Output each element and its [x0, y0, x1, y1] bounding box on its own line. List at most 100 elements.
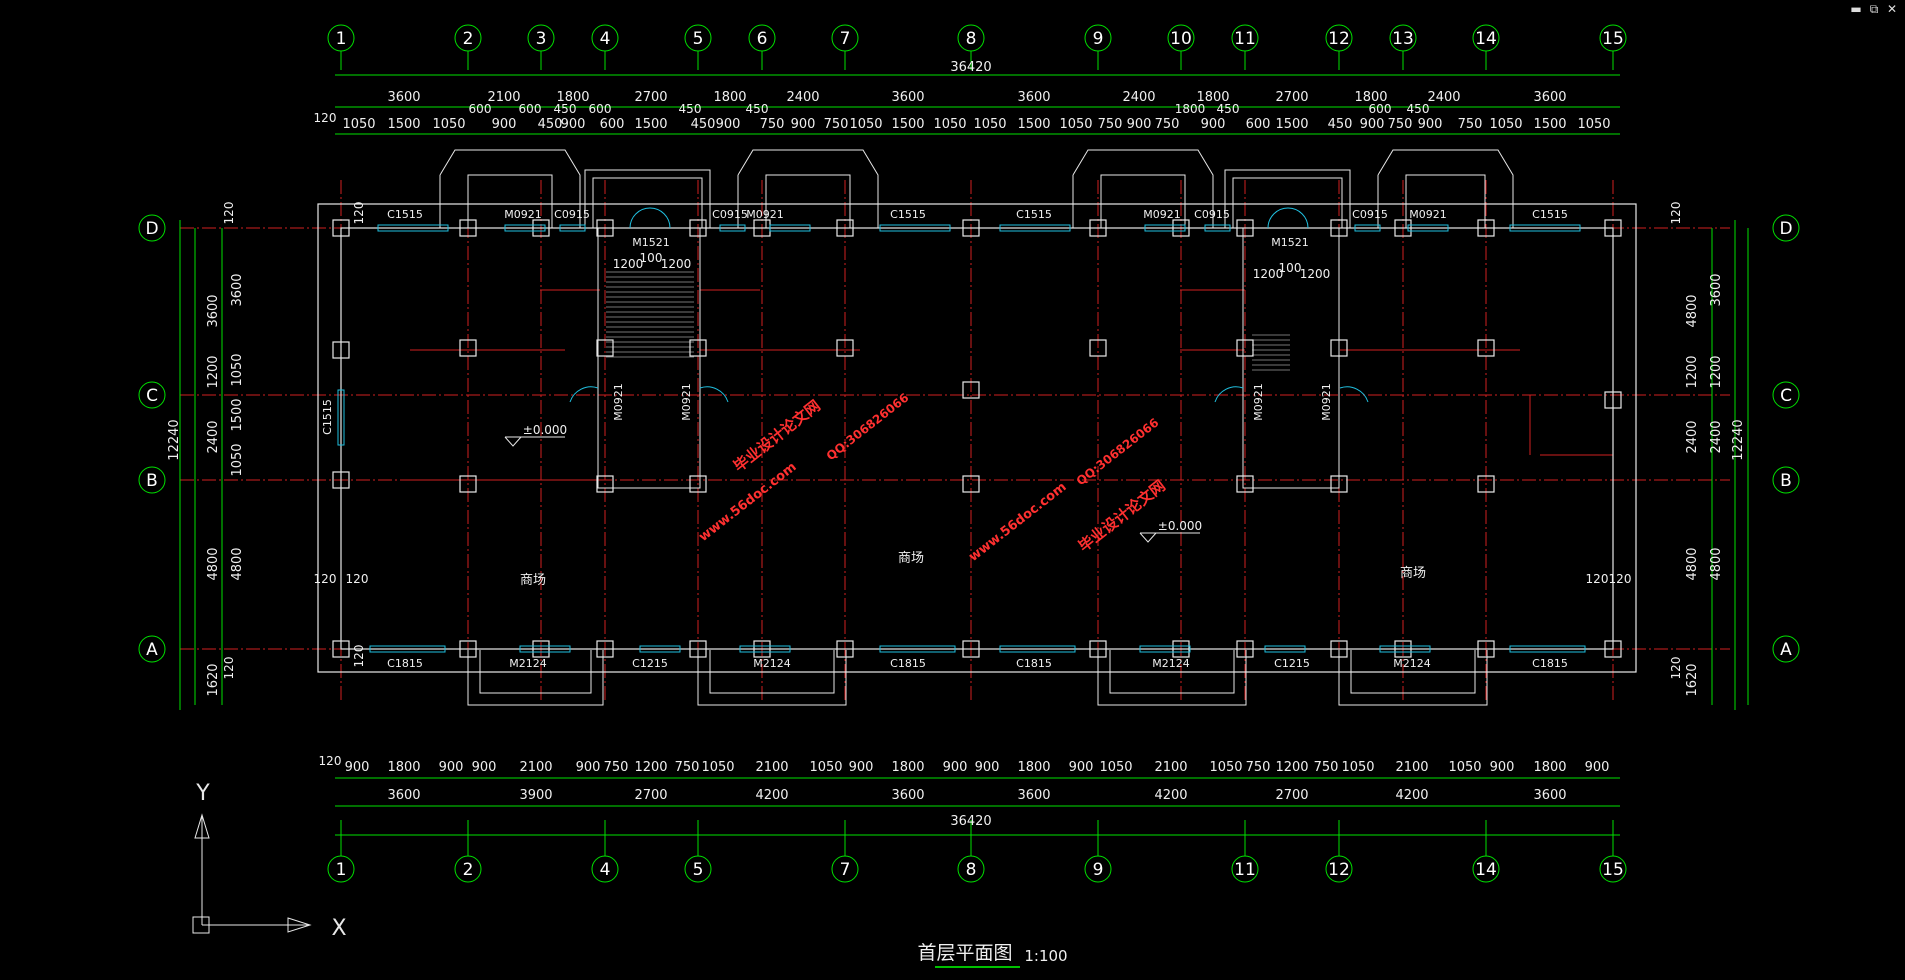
column [689, 640, 707, 658]
side-door-label: M0921 [612, 383, 625, 421]
column [532, 640, 550, 658]
dim-top-row2: 450 [1328, 117, 1353, 132]
window-2 [559, 224, 586, 232]
window-left [337, 389, 345, 446]
axis-label-top: 13 [1392, 29, 1414, 49]
overall-dim-left: 12240 [167, 419, 182, 460]
side-door-label: M0921 [680, 383, 693, 421]
window-label-top: M0921 [746, 208, 784, 221]
dim-right-inner: 3600 [1709, 273, 1724, 306]
axis-label-bottom: 8 [966, 860, 977, 880]
opening-label-bottom: M2124 [1393, 657, 1431, 670]
row-bubble [138, 635, 166, 663]
window-21 [1509, 645, 1586, 653]
door-label-top: M1521 [1271, 236, 1309, 249]
dim-120: 120 [1669, 657, 1683, 680]
column [1477, 219, 1495, 237]
minimize-icon[interactable]: ▬ [1850, 2, 1862, 16]
bottom-bay-inner-1 [709, 650, 835, 694]
opening-label-bottom: C1815 [387, 657, 423, 670]
axis-label-top: 8 [966, 29, 977, 49]
column [1394, 219, 1412, 237]
window-1 [504, 224, 546, 232]
axis-label-bottom: 2 [463, 860, 474, 880]
watermark-text: QQ:306826066 [824, 390, 912, 463]
dim-top-row2: 1050 [1059, 117, 1092, 132]
restore-icon[interactable]: ⧉ [1869, 2, 1879, 16]
stair-dim: 1200 [661, 257, 692, 271]
dim-top-row2: 900 [492, 117, 517, 132]
window-7 [1144, 224, 1186, 232]
room-label: 商场 [520, 573, 546, 588]
window-label-top: C1515 [890, 208, 926, 221]
axis-label-top: 3 [536, 29, 547, 49]
bottom-bay-inner-3 [1350, 650, 1476, 694]
bottom-bay-1 [697, 650, 847, 706]
column [1236, 339, 1254, 357]
dim-right-inner: 4800 [1709, 547, 1724, 580]
watermark-text: www.56doc.com [966, 480, 1069, 565]
column [332, 640, 350, 658]
overall-dim-right: 12240 [1731, 419, 1746, 460]
top-bay-inner-1 [765, 174, 851, 229]
window-label-top: C0915 [712, 208, 748, 221]
dim-top-row2: 1050 [933, 117, 966, 132]
dim-bottom-row1: 1050 [809, 760, 842, 775]
dim-top-row2: 1050 [849, 117, 882, 132]
dim-bottom-row1: 900 [576, 760, 601, 775]
dim-top-row2: 1500 [1275, 117, 1308, 132]
column [332, 471, 350, 489]
axis-label-top: 12 [1328, 29, 1350, 49]
column [1604, 219, 1622, 237]
column [689, 475, 707, 493]
dim-120: 120 [352, 645, 366, 668]
side-door-swing-1 [699, 386, 729, 403]
axis-label-bottom: 5 [693, 860, 704, 880]
dim-bottom-row2: 3600 [387, 788, 420, 803]
dim-bottom-row1: 1050 [1448, 760, 1481, 775]
window-12 [369, 645, 446, 653]
stair-dim: 1200 [613, 257, 644, 271]
dim-right-outer: 4800 [1685, 294, 1700, 327]
side-door-swing-2 [1214, 386, 1244, 403]
axis-label-top: 10 [1170, 29, 1192, 49]
dim-bottom-row1: 1050 [1341, 760, 1374, 775]
window-label-top: C1515 [1532, 208, 1568, 221]
dim-bottom-row1: 900 [975, 760, 1000, 775]
dim-right-inner: 1200 [1709, 355, 1724, 388]
stair-core-0 [597, 227, 701, 489]
column [1172, 640, 1190, 658]
dim-top-row1: 3600 [1533, 90, 1566, 105]
dim-bottom-row1: 1800 [891, 760, 924, 775]
top-bay-inner-0 [467, 174, 553, 229]
dim-bottom-row1: 900 [345, 760, 370, 775]
dim-top-row1: 1800 [1354, 90, 1387, 105]
column [532, 219, 550, 237]
window-8 [1204, 224, 1231, 232]
dim-bottom-row2: 2700 [1275, 788, 1308, 803]
window-label-left: C1515 [321, 399, 334, 435]
dim-120: 120 [1669, 202, 1683, 225]
row-label: D [145, 219, 158, 239]
window-20 [1379, 645, 1431, 653]
dim-bottom-row1: 750 [675, 760, 700, 775]
column [332, 219, 350, 237]
dim-bottom-row2: 4200 [755, 788, 788, 803]
level-label: ±0.000 [523, 423, 567, 437]
side-door-swing-3 [1339, 386, 1369, 403]
opening-label-bottom: C1815 [1532, 657, 1568, 670]
dim-top-row2: 600 [600, 117, 625, 132]
row-label: B [1780, 471, 1792, 491]
dim-120: 120 [346, 572, 369, 586]
door-swing-1 [1267, 207, 1309, 229]
dim-top-row1: 1800 [556, 90, 589, 105]
close-icon[interactable]: ✕ [1886, 2, 1898, 16]
column [689, 339, 707, 357]
dim-top-row2: 750 [1388, 117, 1413, 132]
column [1172, 219, 1190, 237]
dim-left-outer: 1620 [206, 663, 221, 696]
dim-top-small: 450 [1217, 102, 1240, 116]
row-label: A [146, 640, 158, 660]
